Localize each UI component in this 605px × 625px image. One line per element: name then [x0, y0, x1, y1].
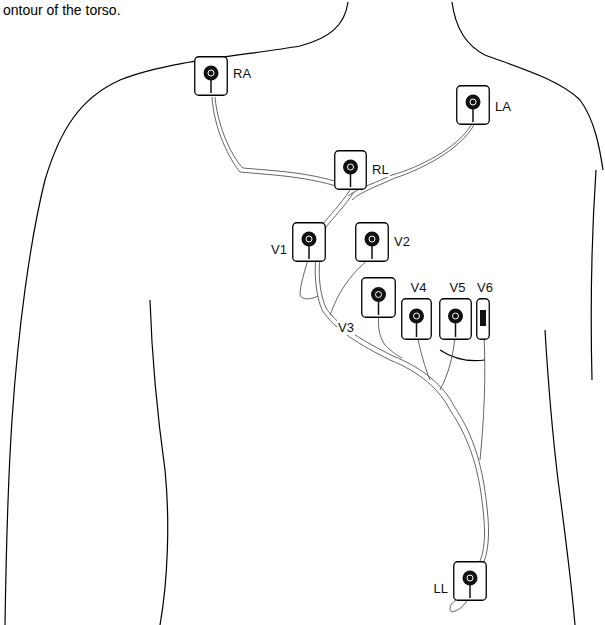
pad-outline [476, 298, 490, 340]
electrode-label: RA [232, 66, 252, 81]
pad-outline [401, 298, 432, 340]
electrode-label: V6 [476, 280, 494, 295]
lead-wires [212, 97, 489, 612]
pad-outline [456, 85, 490, 125]
pad-outline [334, 150, 367, 190]
pad-outline [194, 56, 228, 96]
pad-outline [361, 277, 396, 318]
caption-fragment: ontour of the torso. [3, 2, 121, 18]
electrode-pad: V1 [292, 222, 326, 262]
electrode-pad: RA [194, 56, 228, 96]
electrode-pad: V4 [401, 298, 432, 340]
electrode-label: V1 [270, 242, 288, 257]
electrode-pad: V6 [476, 298, 490, 340]
electrode-pad: LA [456, 85, 490, 125]
electrode-label: V5 [449, 280, 467, 295]
electrode-label: V3 [337, 320, 355, 335]
electrode-pad: LL [453, 561, 487, 601]
electrode-label: LL [433, 581, 449, 596]
electrode-label: V4 [410, 280, 428, 295]
torso-outline [5, 2, 603, 625]
electrode-label: LA [494, 99, 512, 114]
electrode-label: V2 [393, 234, 411, 249]
pad-outline [453, 561, 487, 601]
electrode-pad: V5 [439, 298, 472, 340]
electrode-label: RL [371, 162, 390, 177]
pad-outline [355, 222, 389, 262]
electrode-pad: V2 [355, 222, 389, 262]
electrode-pad: RL [334, 150, 367, 190]
electrode-pad: V3 [361, 277, 396, 318]
pad-outline [439, 298, 472, 340]
pad-outline [292, 222, 326, 262]
